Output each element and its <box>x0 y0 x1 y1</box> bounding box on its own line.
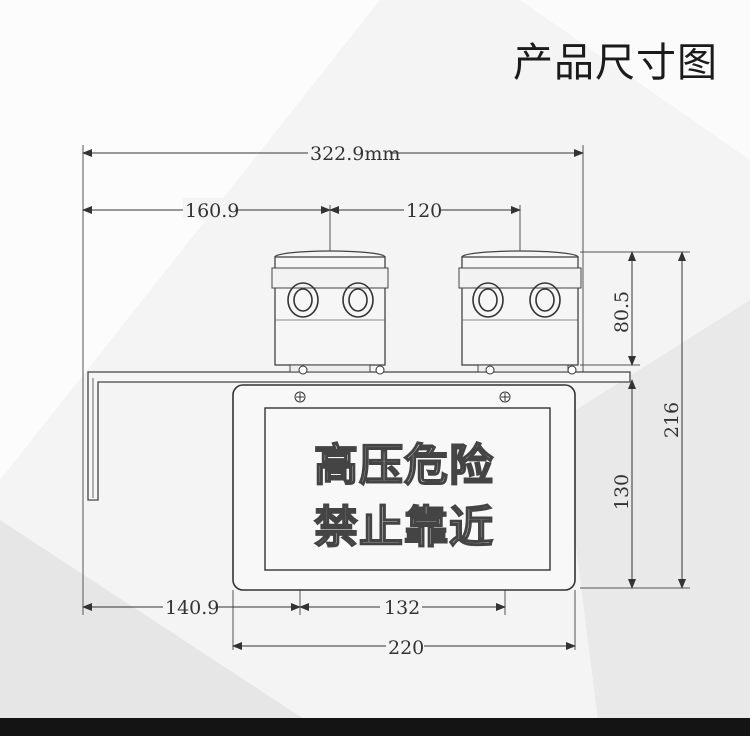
sign-text-line2: 禁止靠近 <box>314 502 494 553</box>
dim-screw-spacing: 132 <box>384 597 420 619</box>
dim-total-width: 322.9mm <box>310 143 400 165</box>
mounting-bracket <box>87 371 631 501</box>
dim-left-to-lamp: 160.9 <box>185 200 239 222</box>
dim-sign-height: 130 <box>611 474 633 510</box>
dim-sign-width: 220 <box>388 637 424 659</box>
dim-lamp-height: 80.5 <box>611 291 633 333</box>
dim-lamp-spacing: 120 <box>406 200 442 222</box>
warning-lamp-left <box>271 250 389 375</box>
screw-left <box>294 391 306 403</box>
warning-sign-panel: 高压危险 禁止靠近 <box>232 384 576 591</box>
bottom-bar <box>0 718 750 736</box>
sign-text-line1: 高压危险 <box>314 440 494 491</box>
screw-right <box>499 391 511 403</box>
page-title: 产品尺寸图 <box>513 40 718 86</box>
dim-total-height: 216 <box>661 402 683 438</box>
dim-left-to-screw: 140.9 <box>165 597 219 619</box>
warning-lamp-right <box>458 250 582 375</box>
